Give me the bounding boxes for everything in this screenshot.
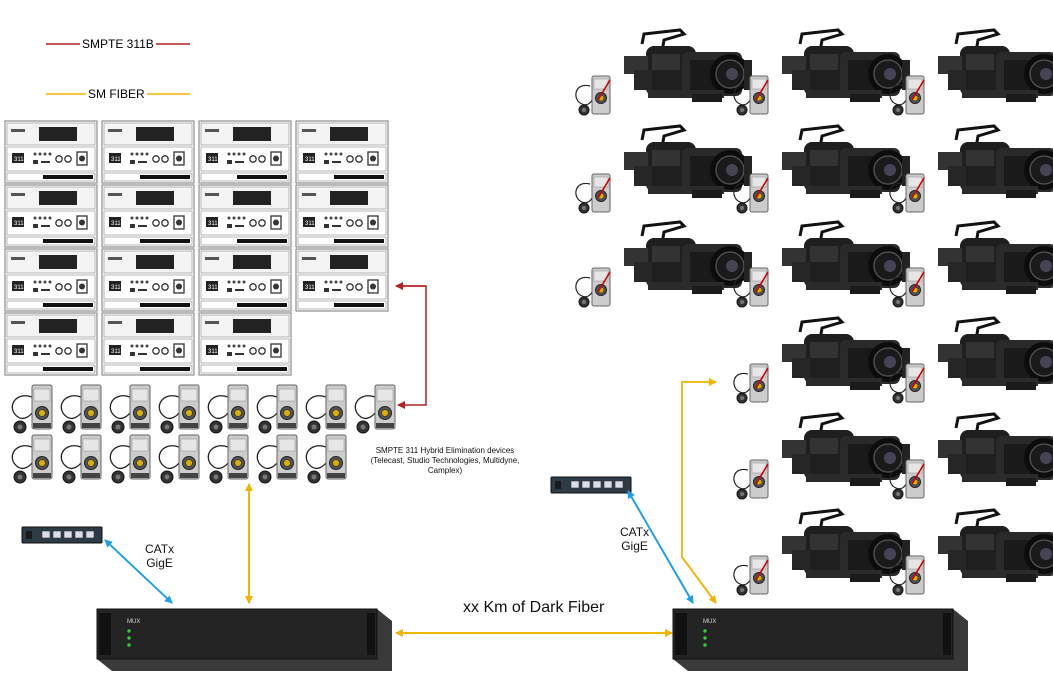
legend-fiber-label: SM FIBER: [86, 87, 147, 101]
ccu-unit: [198, 312, 292, 376]
ccu-unit: [101, 248, 195, 312]
ccu-unit: [198, 248, 292, 312]
ccu-unit: [295, 120, 389, 184]
right-catx-line1: CATx: [620, 525, 650, 539]
right-fiber-line: [681, 378, 717, 604]
ccu-unit: [101, 312, 195, 376]
ccu-grid: [4, 120, 389, 376]
adapter-row-2: [11, 434, 347, 484]
right-switch: [550, 476, 632, 494]
left-switch: [21, 526, 103, 544]
right-catx-line2: GigE: [621, 539, 648, 553]
ccu-unit: [295, 184, 389, 248]
dark-fiber-label: xx Km of Dark Fiber: [463, 599, 605, 616]
ccu-unit: [4, 120, 98, 184]
left-catx-line2: GigE: [146, 556, 173, 570]
ccu-unit: [101, 184, 195, 248]
right-catx-label: CATx GigE: [620, 525, 649, 553]
camera-grid: [575, 28, 1053, 596]
ccu-unit: [4, 312, 98, 376]
left-catx-label: CATx GigE: [145, 542, 174, 570]
adapter-row-1: [11, 384, 396, 434]
smpte-connection-line: [397, 285, 427, 409]
ccu-unit: [101, 120, 195, 184]
legend-smpte-label: SMPTE 311B: [80, 37, 156, 51]
left-mux: [96, 608, 393, 672]
ccu-unit: [4, 248, 98, 312]
ccu-unit: [4, 184, 98, 248]
ccu-unit: [198, 120, 292, 184]
hybrid-devices-label: SMPTE 311 Hybrid Elimination devices (Te…: [370, 446, 520, 475]
left-catx-line1: CATx: [145, 542, 175, 556]
ccu-unit: [198, 184, 292, 248]
right-mux: [672, 608, 969, 672]
ccu-unit: [295, 248, 389, 312]
